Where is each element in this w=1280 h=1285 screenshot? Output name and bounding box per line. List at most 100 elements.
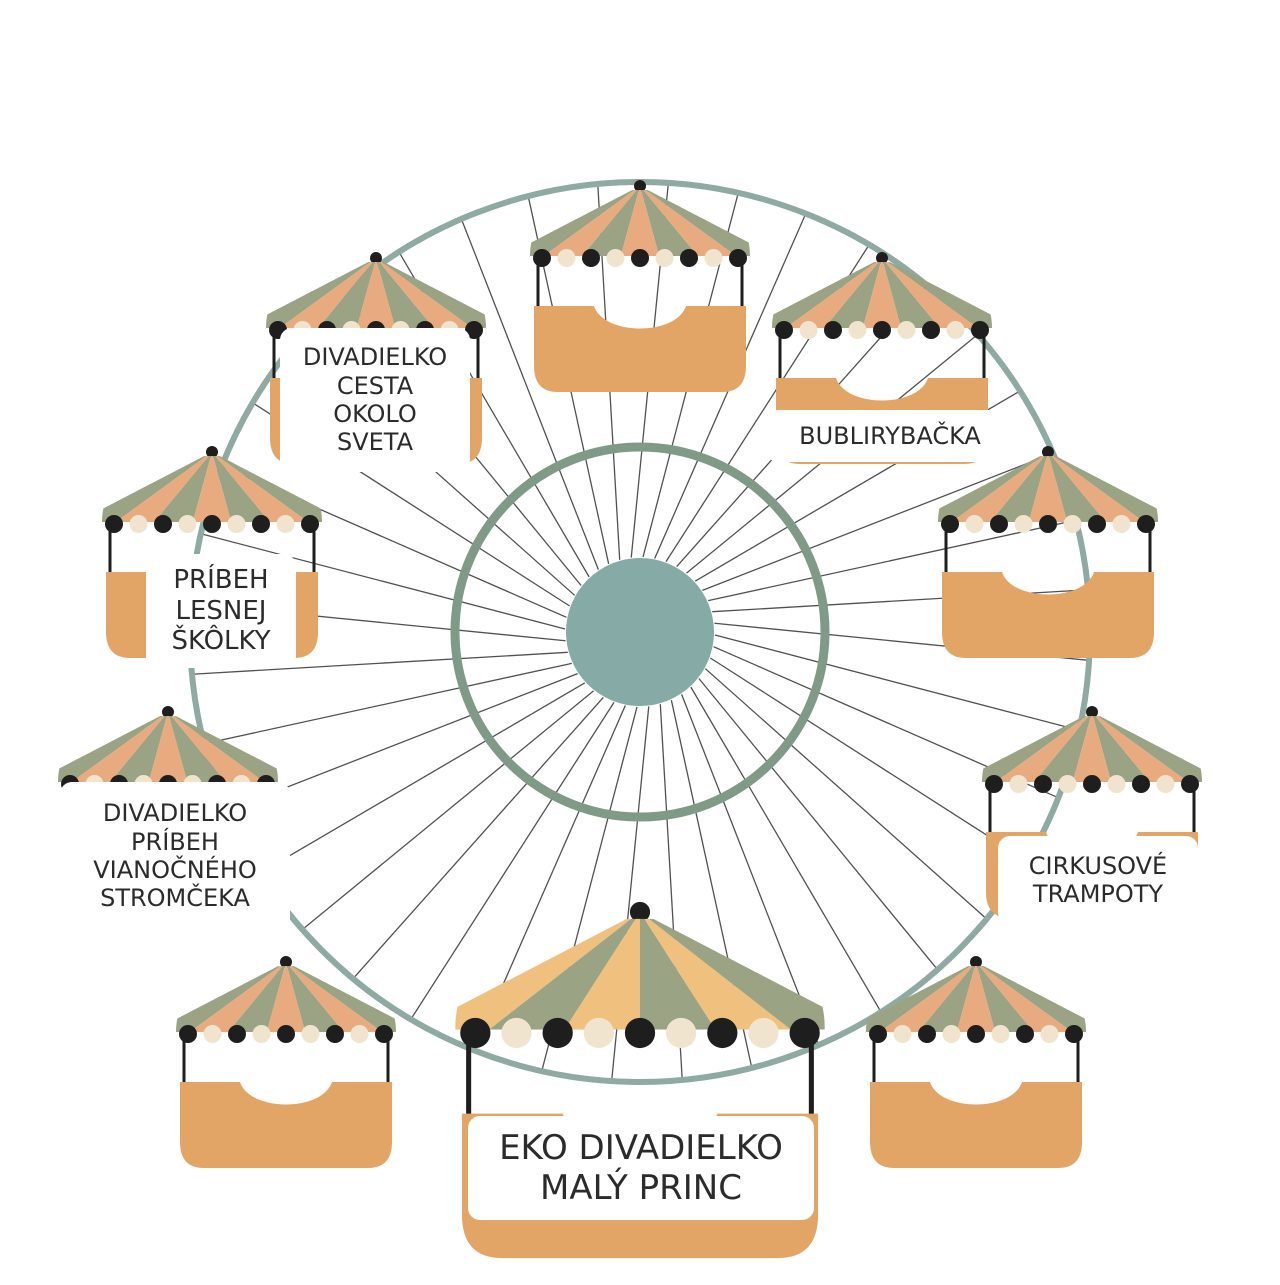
canopy-fringe xyxy=(460,1017,820,1049)
fringe-bead xyxy=(918,1025,936,1043)
canopy-stripe xyxy=(618,190,662,256)
fringe-bead xyxy=(666,1017,697,1049)
canopy-stripe xyxy=(1048,456,1158,522)
canopy xyxy=(772,262,992,328)
canopy-stripe xyxy=(354,262,398,328)
gondola-bottom-right xyxy=(866,956,1086,1168)
label-bublirybacka: BUBLIRYBAČKA xyxy=(768,412,1012,460)
fringe-bead xyxy=(729,249,747,267)
canopy-stripe xyxy=(882,262,992,328)
label-line: BUBLIRYBAČKA xyxy=(799,421,981,450)
fringe-bead xyxy=(203,515,221,533)
fringe-bead xyxy=(301,1025,320,1043)
fringe-bead xyxy=(1063,515,1082,533)
canopy-stripe xyxy=(938,456,1048,522)
fringe-bead xyxy=(1181,775,1199,793)
spoke-line xyxy=(205,662,573,745)
hanger-knob xyxy=(634,180,646,192)
hanger-knob xyxy=(1086,706,1098,718)
label-line: MALÝ PRINC xyxy=(540,1168,742,1208)
canopy-stripe xyxy=(976,966,1086,1032)
hanger-knob xyxy=(629,901,651,923)
canopy-stripe xyxy=(266,262,376,328)
label-pribeh-lesnej-skolky: PRÍBEH LESNEJ ŠKÔLKY xyxy=(148,556,294,666)
canopy-stripe xyxy=(954,966,998,1032)
fringe-bead xyxy=(1065,1025,1083,1043)
fringe-bead xyxy=(179,1025,197,1043)
spoke-line xyxy=(698,678,937,969)
canopy-stripe xyxy=(176,966,286,1032)
label-line: DIVADIELKO xyxy=(102,799,248,828)
fringe-bead xyxy=(824,321,842,339)
fringe-bead xyxy=(1112,515,1131,533)
canopy-stripe xyxy=(982,716,1092,782)
fringe-bead xyxy=(893,1025,912,1043)
cabin-basket xyxy=(180,1082,392,1168)
fringe-bead xyxy=(848,321,867,339)
hub xyxy=(566,558,714,706)
spoke-line xyxy=(690,686,881,1011)
cabin-basket xyxy=(870,1082,1082,1168)
label-line: DIVADIELKO xyxy=(302,343,448,372)
fringe-bead xyxy=(1132,775,1150,793)
fringe-bead xyxy=(301,515,319,533)
canopy-stripe xyxy=(102,456,212,522)
canopy-stripe xyxy=(860,262,904,328)
fringe-bead xyxy=(465,321,483,339)
fringe-bead xyxy=(375,1025,393,1043)
label-cirkusove-trampoty: CIRKUSOVÉ TRAMPOTY xyxy=(1000,838,1196,922)
spoke-line xyxy=(461,220,599,570)
fringe-bead xyxy=(277,1025,295,1043)
canopy xyxy=(58,716,278,782)
fringe-bead xyxy=(897,321,916,339)
fringe-bead xyxy=(873,321,891,339)
spoke-line xyxy=(411,701,615,1018)
fringe-bead xyxy=(557,249,576,267)
fringe-bead xyxy=(704,249,723,267)
gondola-right xyxy=(938,446,1158,658)
hanger-knob xyxy=(970,956,982,968)
canopy-stripe xyxy=(190,456,234,522)
canopy-stripe xyxy=(376,262,486,328)
fringe-bead xyxy=(583,1017,614,1049)
fringe-bead xyxy=(350,1025,369,1043)
hanger-knob xyxy=(1042,446,1054,458)
canopy-stripe xyxy=(264,966,308,1032)
cabin-basket xyxy=(534,306,746,392)
canopy-fringe xyxy=(941,515,1155,533)
fringe-bead xyxy=(1088,515,1106,533)
hanger-knob xyxy=(280,956,292,968)
canopy xyxy=(982,716,1202,782)
spoke-line xyxy=(202,533,566,630)
label-pribeh-vianocneho-stromceka: DIVADIELKO PRÍBEH VIANOČNÉHO STROMČEKA xyxy=(62,784,288,928)
fringe-bead xyxy=(748,1017,779,1049)
canopy-stripe xyxy=(982,716,1092,782)
fringe-bead xyxy=(799,321,818,339)
spoke-line xyxy=(681,694,819,1044)
fringe-bead xyxy=(1083,775,1101,793)
fringe-bead xyxy=(606,249,625,267)
fringe-bead xyxy=(276,515,295,533)
canopy xyxy=(102,456,322,522)
fringe-bead xyxy=(655,249,674,267)
fringe-bead xyxy=(967,1025,985,1043)
fringe-bead xyxy=(1156,775,1175,793)
gondola-top xyxy=(530,180,750,392)
canopy xyxy=(266,262,486,328)
label-line: SVETA xyxy=(336,428,414,457)
canopy-stripe xyxy=(1070,716,1114,782)
canopy-stripe xyxy=(168,716,278,782)
spoke-line xyxy=(714,634,1078,731)
fringe-bead xyxy=(203,1025,222,1043)
fringe-bead xyxy=(971,321,989,339)
hanger-knob xyxy=(876,252,888,264)
canopy-stripe xyxy=(1092,716,1202,782)
fringe-bead xyxy=(542,1017,573,1049)
fringe-bead xyxy=(105,515,123,533)
gondola-bottom-left xyxy=(176,956,396,1168)
hanger-knob xyxy=(162,706,174,718)
fringe-bead xyxy=(1016,1025,1034,1043)
canopy-fringe xyxy=(179,1025,393,1043)
canopy-fringe xyxy=(869,1025,1083,1043)
fringe-bead xyxy=(1040,1025,1059,1043)
